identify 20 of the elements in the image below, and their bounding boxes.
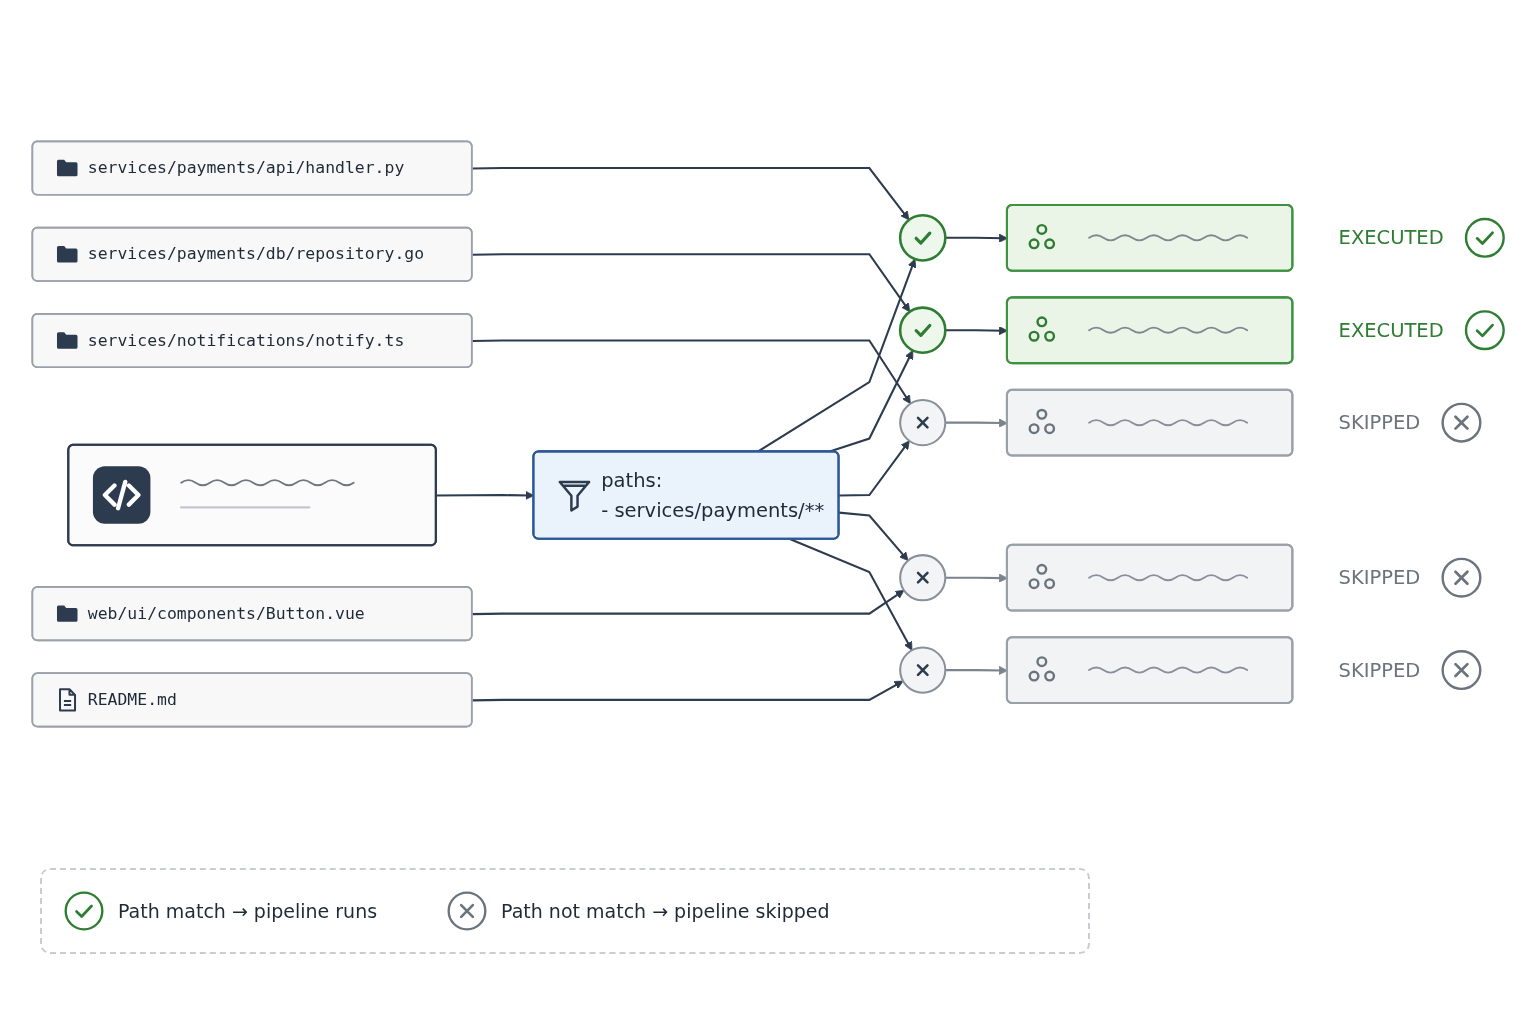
status-label: EXECUTED — [1338, 318, 1444, 342]
node-circle — [899, 399, 947, 447]
arrow — [472, 339, 911, 405]
status-label: SKIPPED — [1338, 411, 1421, 435]
arrow — [472, 253, 911, 313]
legend-text: Path match → pipeline runs — [118, 900, 378, 922]
legend-text: Path not match → pipeline skipped — [501, 900, 830, 922]
arrow — [790, 538, 913, 651]
node-circle — [898, 214, 947, 262]
arrow — [472, 680, 904, 702]
node-circle — [898, 306, 947, 355]
status-label: EXECUTED — [1338, 226, 1444, 250]
arrow — [838, 511, 909, 561]
status-label: SKIPPED — [1338, 566, 1421, 590]
arrow — [472, 589, 905, 616]
node-circle — [899, 646, 947, 694]
arrow — [839, 440, 910, 497]
arrow — [472, 167, 910, 221]
status-label: SKIPPED — [1338, 658, 1421, 682]
node-circle — [899, 554, 947, 602]
